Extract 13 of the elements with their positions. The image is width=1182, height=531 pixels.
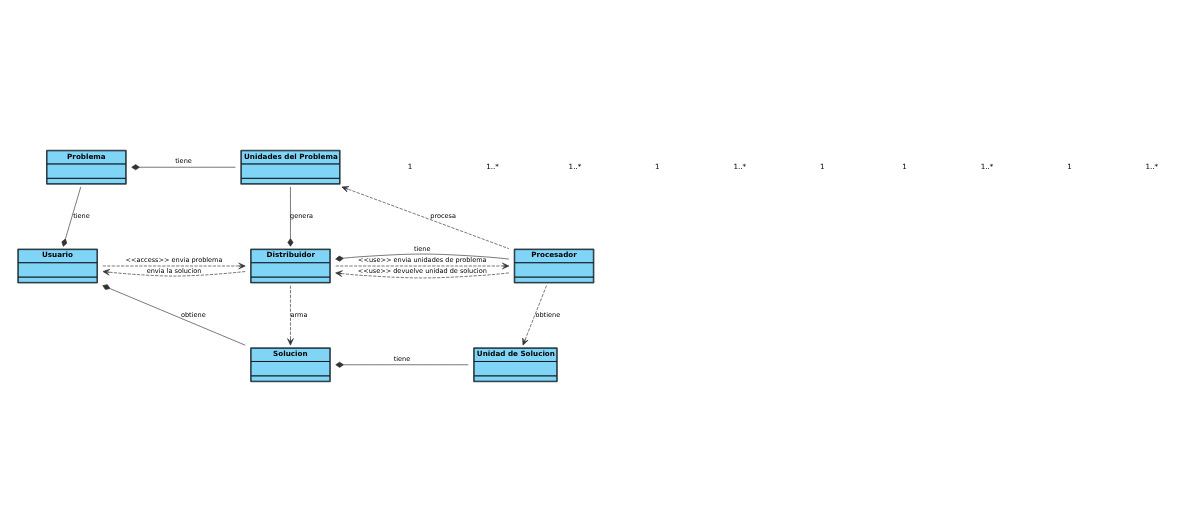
arrow: [102, 262, 246, 269]
connector: [335, 253, 510, 262]
arrow: [287, 284, 294, 345]
arrow: [102, 268, 246, 276]
connector: [61, 186, 82, 247]
connector: [131, 163, 236, 170]
connector: [287, 186, 294, 247]
connector: [335, 361, 469, 368]
arrow: [522, 284, 547, 345]
connector: [102, 283, 246, 345]
arrow: [335, 269, 510, 278]
arrow: [341, 185, 510, 249]
arrow: [335, 262, 510, 269]
